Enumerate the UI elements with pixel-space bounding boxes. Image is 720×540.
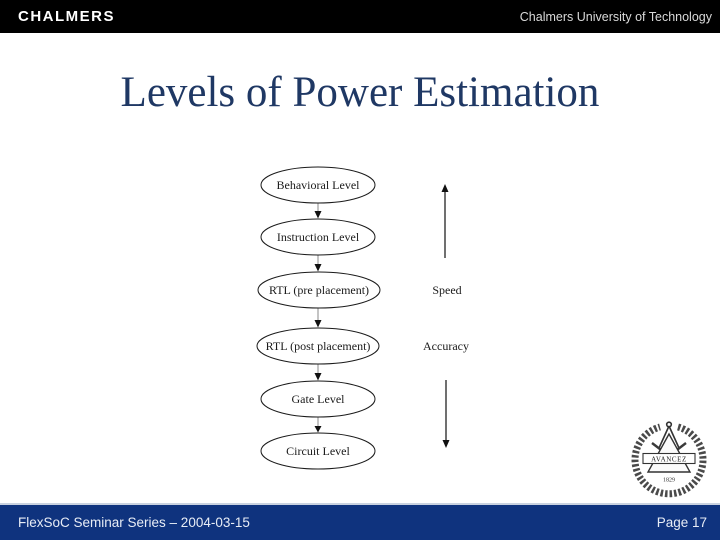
level-label: RTL (pre placement)	[269, 283, 369, 297]
speed-arrow-up-icon	[441, 184, 449, 258]
level-node-behavioral: Behavioral Level	[260, 166, 376, 204]
level-node-rtl-post: RTL (post placement)	[256, 327, 380, 365]
seal-ribbon	[642, 452, 696, 465]
top-bar: CHALMERS Chalmers University of Technolo…	[0, 0, 720, 33]
connector-arrow-2	[314, 255, 322, 272]
accuracy-arrow-down-icon	[442, 380, 450, 448]
down-arrowhead-icon	[314, 373, 322, 381]
connector-arrow-3	[314, 308, 322, 328]
accuracy-label: Accuracy	[423, 339, 469, 353]
university-name: Chalmers University of Technology	[519, 9, 712, 24]
seal-compass-icon	[658, 421, 680, 449]
level-node-circuit: Circuit Level	[260, 432, 376, 470]
down-arrowhead-icon	[314, 320, 322, 328]
level-node-instruction: Instruction Level	[260, 218, 376, 256]
chalmers-wordmark: CHALMERS	[18, 8, 115, 25]
level-node-gate: Gate Level	[260, 380, 376, 418]
connector-arrow-4	[314, 364, 322, 381]
level-label: Behavioral Level	[277, 178, 361, 192]
level-label: RTL (post placement)	[266, 339, 371, 353]
page-title: Levels of Power Estimation	[120, 69, 600, 116]
level-label: Circuit Level	[286, 444, 350, 458]
seal-year: 1829	[663, 478, 675, 484]
level-ellipse	[256, 327, 380, 365]
level-ellipse	[260, 218, 376, 256]
seal-wreath	[631, 423, 707, 498]
footer-series-text: FlexSoC Seminar Series – 2004-03-15	[18, 515, 250, 530]
connector-arrow-5	[314, 417, 322, 433]
footer-page-number: Page 17	[656, 515, 707, 530]
seal-motto: AVANCEZ	[651, 455, 687, 463]
down-arrowhead-icon	[314, 264, 322, 272]
power-estimation-diagram: Behavioral Level Instruction Level RTL (…	[256, 166, 469, 470]
level-node-rtl-pre: RTL (pre placement)	[257, 271, 381, 309]
level-ellipse	[260, 380, 376, 418]
up-arrowhead-icon	[441, 184, 449, 192]
connector-arrow-1	[314, 203, 322, 219]
level-label: Instruction Level	[277, 230, 360, 244]
down-arrowhead-icon	[314, 426, 322, 433]
level-ellipse	[260, 166, 376, 204]
footer-bar: FlexSoC Seminar Series – 2004-03-15 Page…	[0, 503, 720, 540]
level-label: Gate Level	[292, 392, 346, 406]
down-arrowhead-icon	[314, 211, 322, 219]
level-ellipse	[257, 271, 381, 309]
chalmers-seal-logo: AVANCEZ 1829	[631, 421, 707, 498]
down-arrowhead-icon	[442, 440, 450, 448]
level-ellipse	[260, 432, 376, 470]
speed-label: Speed	[432, 283, 461, 297]
